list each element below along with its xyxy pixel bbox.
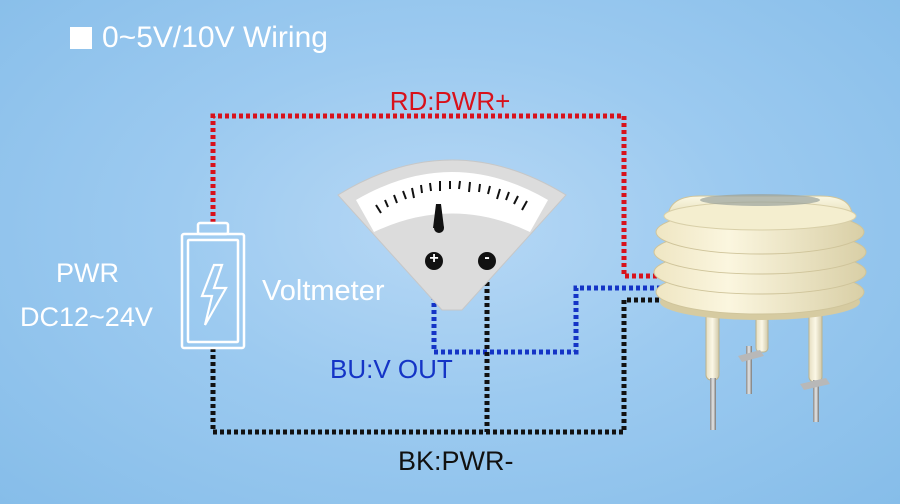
voltmeter-label: Voltmeter xyxy=(262,275,385,307)
red-wire-label: RD:PWR+ xyxy=(389,86,511,116)
black-wire-label: BK:PWR- xyxy=(398,446,514,476)
battery-icon xyxy=(180,221,246,350)
minus-terminal-label: - xyxy=(484,249,490,266)
title-row: 0~5V/10V Wiring xyxy=(70,18,328,58)
lightning-bolt-icon xyxy=(200,263,228,326)
title-bullet-icon xyxy=(70,27,92,49)
page-title: 0~5V/10V Wiring xyxy=(102,21,328,54)
black-wire xyxy=(210,268,662,435)
power-label: PWR xyxy=(56,258,119,288)
plus-terminal-label: + xyxy=(429,250,439,267)
power-voltage-label: DC12~24V xyxy=(20,302,153,332)
sensor-shield-icon xyxy=(653,194,867,430)
blue-wire-label: BU:V OUT xyxy=(330,354,453,384)
blue-wire xyxy=(431,268,662,355)
voltmeter-gauge-icon xyxy=(337,159,567,311)
red-wire xyxy=(210,113,662,279)
